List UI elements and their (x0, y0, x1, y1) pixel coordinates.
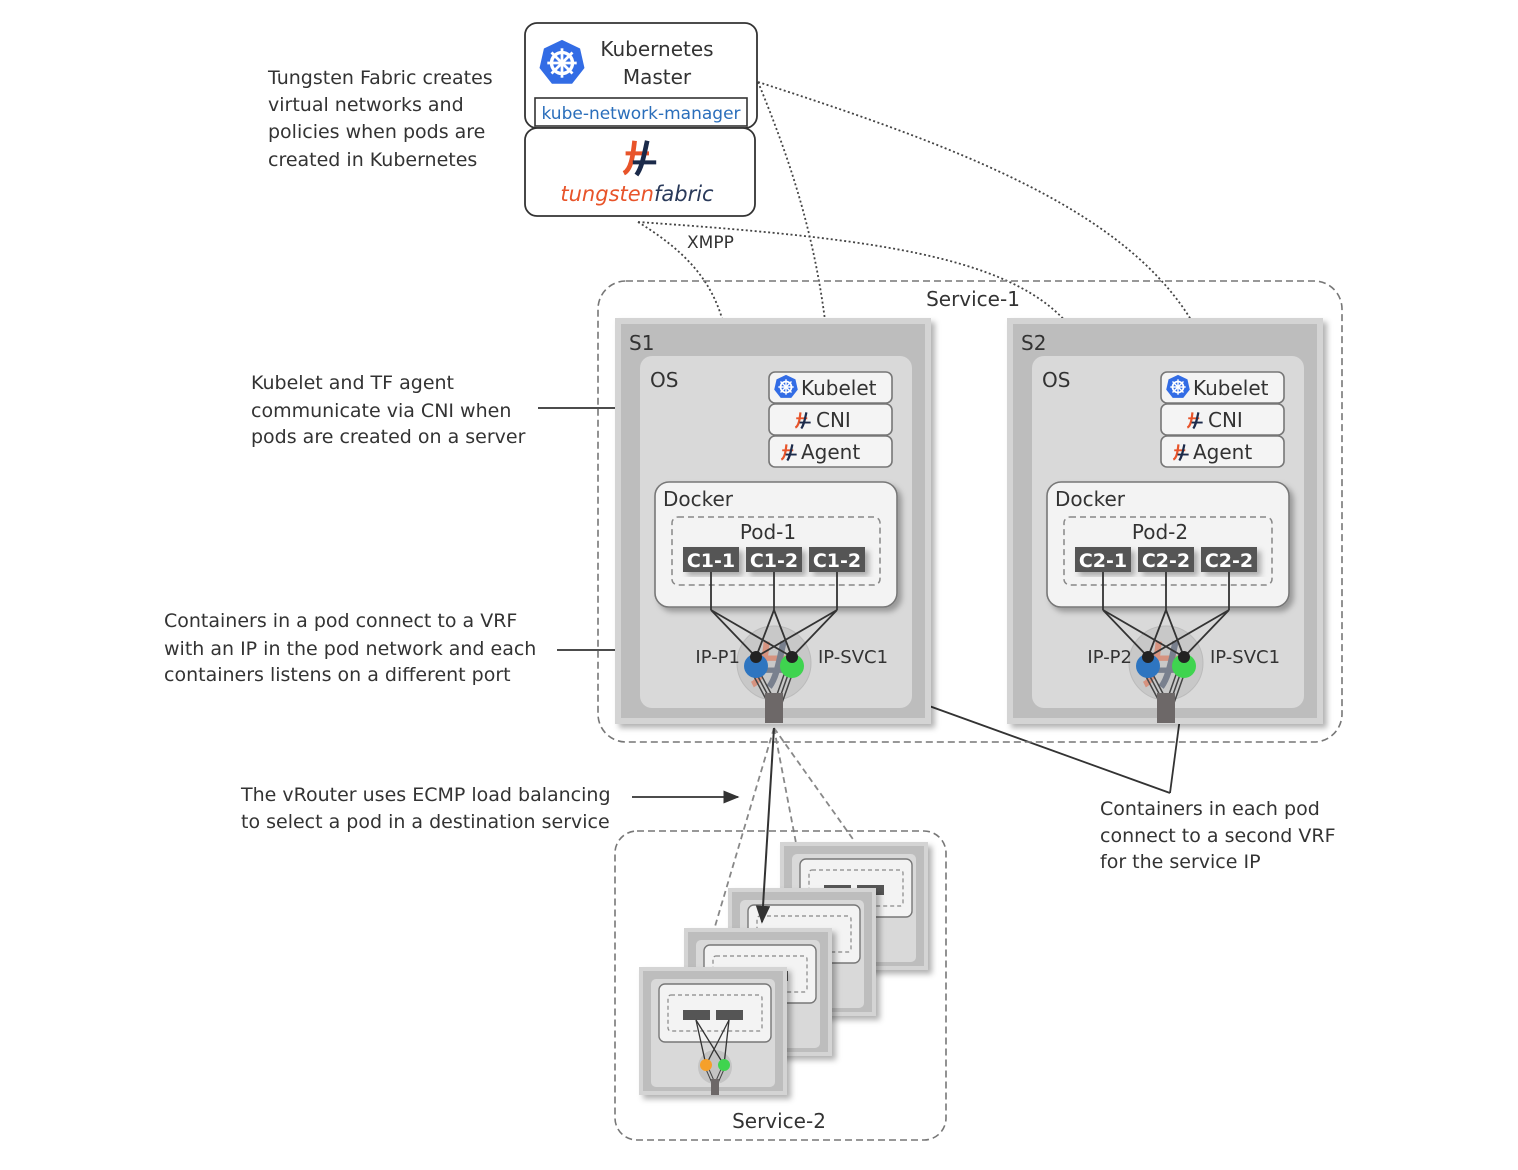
ip-svc-endpoint[interactable] (1172, 654, 1196, 678)
ip-svc-endpoint[interactable] (780, 654, 804, 678)
container[interactable]: C2-2 (1201, 547, 1257, 572)
svg-text:Tungsten Fabric creates: Tungsten Fabric creates (267, 67, 493, 89)
master-title-line1: Kubernetes (600, 37, 713, 61)
svg-text:created in Kubernetes: created in Kubernetes (268, 149, 477, 171)
vrouter-uplink (765, 693, 783, 723)
vrouter-uplink (711, 1079, 719, 1095)
container-label: C2-2 (1205, 550, 1253, 572)
stack-label: Agent (1193, 440, 1252, 464)
svg-text:virtual networks and: virtual networks and (268, 94, 464, 116)
ecmp-selected-arrow (755, 727, 775, 924)
stack-cni[interactable]: CNI (768, 403, 893, 436)
docker-label: Docker (1055, 487, 1126, 511)
container-label: C1-2 (750, 550, 798, 572)
kubernetes-master[interactable]: Kubernetes Master kube-network-manager (524, 22, 758, 129)
svg-text:pods are created on a server: pods are created on a server (251, 426, 526, 448)
pod[interactable]: Pod-2C2-1 C2-2 C2-2 (1063, 516, 1273, 586)
svg-text:to select a pod in a destinati: to select a pod in a destination service (241, 811, 610, 833)
ip-pod-label: IP-P2 (1087, 647, 1132, 668)
service-2-label: Service-2 (732, 1109, 826, 1133)
os-label: OS (650, 368, 678, 392)
container[interactable]: C1-1 (683, 547, 739, 572)
stack-cni[interactable]: CNI (1160, 403, 1285, 436)
pod[interactable]: Pod-1C1-1 C1-2 C1-2 (671, 516, 881, 586)
kube-network-manager-label: kube-network-manager (541, 104, 740, 124)
stack-agent[interactable]: Agent (768, 435, 893, 468)
stack-label: Agent (801, 440, 860, 464)
ip-svc-endpoint[interactable] (718, 1059, 730, 1071)
pod-label: Pod-2 (1132, 520, 1188, 544)
master-to-s1-kubelet (757, 81, 831, 373)
stack-label: Kubelet (1193, 376, 1269, 400)
container[interactable]: C2-1 (1075, 547, 1131, 572)
svg-text:for the service IP: for the service IP (1100, 851, 1261, 873)
ecmp-links (704, 727, 856, 961)
xmpp-label: XMPP (687, 233, 734, 253)
stack-label: Kubelet (801, 376, 877, 400)
ip-pod-endpoint[interactable] (744, 654, 768, 678)
stack-label: CNI (1208, 408, 1243, 432)
stack-label: CNI (816, 408, 851, 432)
svg-text:Containers in each pod: Containers in each pod (1100, 798, 1320, 820)
vrouter[interactable]: IP-P1 IP-SVC1 (695, 572, 888, 723)
docker-label: Docker (663, 487, 734, 511)
server-name: S2 (1021, 331, 1046, 355)
container-label: C2-2 (1142, 550, 1190, 572)
service-2-server[interactable] (639, 967, 787, 1095)
stack-agent[interactable]: Agent (1160, 435, 1285, 468)
vrouter-uplink (1157, 693, 1175, 723)
svg-text:containers listens on a differ: containers listens on a different port (164, 664, 511, 686)
master-title-line2: Master (623, 65, 692, 89)
stack-kubelet[interactable]: Kubelet (1160, 371, 1285, 404)
container[interactable]: C2-2 (1138, 547, 1194, 572)
svg-text:Containers in a pod connect to: Containers in a pod connect to a VRF (164, 610, 517, 632)
svg-text:The vRouter uses ECMP load bal: The vRouter uses ECMP load balancing (240, 784, 611, 806)
server-name: S1 (629, 331, 654, 355)
ip-pod-label: IP-P1 (695, 647, 740, 668)
vrouter[interactable]: IP-P2 IP-SVC1 (1087, 572, 1280, 723)
tungsten-fabric-wordmark: tungstenfabric (560, 182, 714, 206)
svg-text:Kubelet and TF agent: Kubelet and TF agent (251, 372, 454, 394)
container-label: C2-1 (1079, 550, 1127, 572)
ip-svc-label: IP-SVC1 (1210, 647, 1280, 668)
tungsten-fabric-controller[interactable]: tungstenfabric (524, 127, 756, 217)
stack-kubelet[interactable]: Kubelet (768, 371, 893, 404)
svg-text:policies when pods are: policies when pods are (268, 121, 485, 143)
svg-text:connect to a second VRF: connect to a second VRF (1100, 825, 1336, 847)
ip-svc-label: IP-SVC1 (818, 647, 888, 668)
ip-pod-endpoint[interactable] (700, 1059, 712, 1071)
annotation-containers-vrf: Containers in a pod connect to a VRF wit… (164, 610, 675, 686)
os-label: OS (1042, 368, 1070, 392)
container[interactable]: C1-2 (809, 547, 865, 572)
annotation-second-vrf: Containers in each pod connect to a seco… (833, 670, 1336, 873)
ip-pod-endpoint[interactable] (1136, 654, 1160, 678)
svg-text:with an IP in the pod network: with an IP in the pod network and each (164, 638, 536, 660)
annotation-ecmp: The vRouter uses ECMP load balancing to … (240, 784, 740, 833)
control-links (637, 81, 1216, 458)
pod-label: Pod-1 (740, 520, 796, 544)
service-2-group[interactable]: Service-2 (614, 830, 947, 1141)
annotation-kubelet-cni: Kubelet and TF agent communicate via CNI… (251, 372, 712, 448)
svg-text:communicate via CNI when: communicate via CNI when (251, 400, 511, 422)
container-label: C1-2 (813, 550, 861, 572)
annotation-tf-creates: Tungsten Fabric creates virtual networks… (267, 67, 493, 171)
container[interactable]: C1-2 (746, 547, 802, 572)
service-1-label: Service-1 (926, 287, 1020, 311)
container-label: C1-1 (687, 550, 735, 572)
